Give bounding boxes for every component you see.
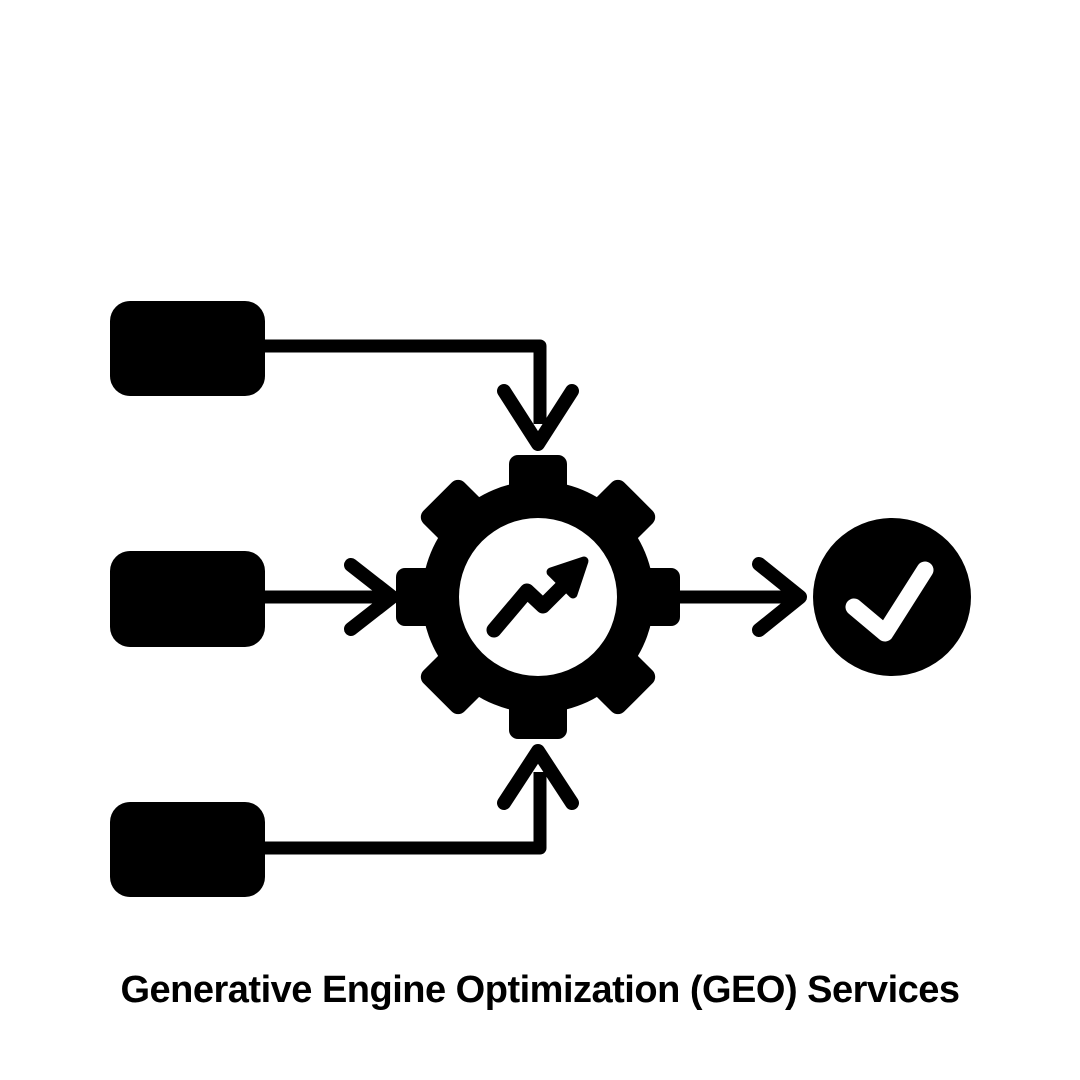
diagram-title: Generative Engine Optimization (GEO) Ser… bbox=[120, 969, 960, 1011]
gear-icon bbox=[396, 455, 680, 739]
connector-middle-arrow bbox=[263, 558, 399, 636]
input-box-top bbox=[110, 301, 265, 396]
connector-top-arrow bbox=[263, 339, 579, 451]
connector-bottom-arrow bbox=[263, 744, 579, 855]
input-box-bottom bbox=[110, 802, 265, 897]
input-box-middle bbox=[110, 551, 265, 647]
trend-up-arrow-icon bbox=[486, 556, 589, 638]
checkmark-circle-icon bbox=[813, 518, 971, 676]
connector-output-arrow bbox=[676, 557, 807, 637]
